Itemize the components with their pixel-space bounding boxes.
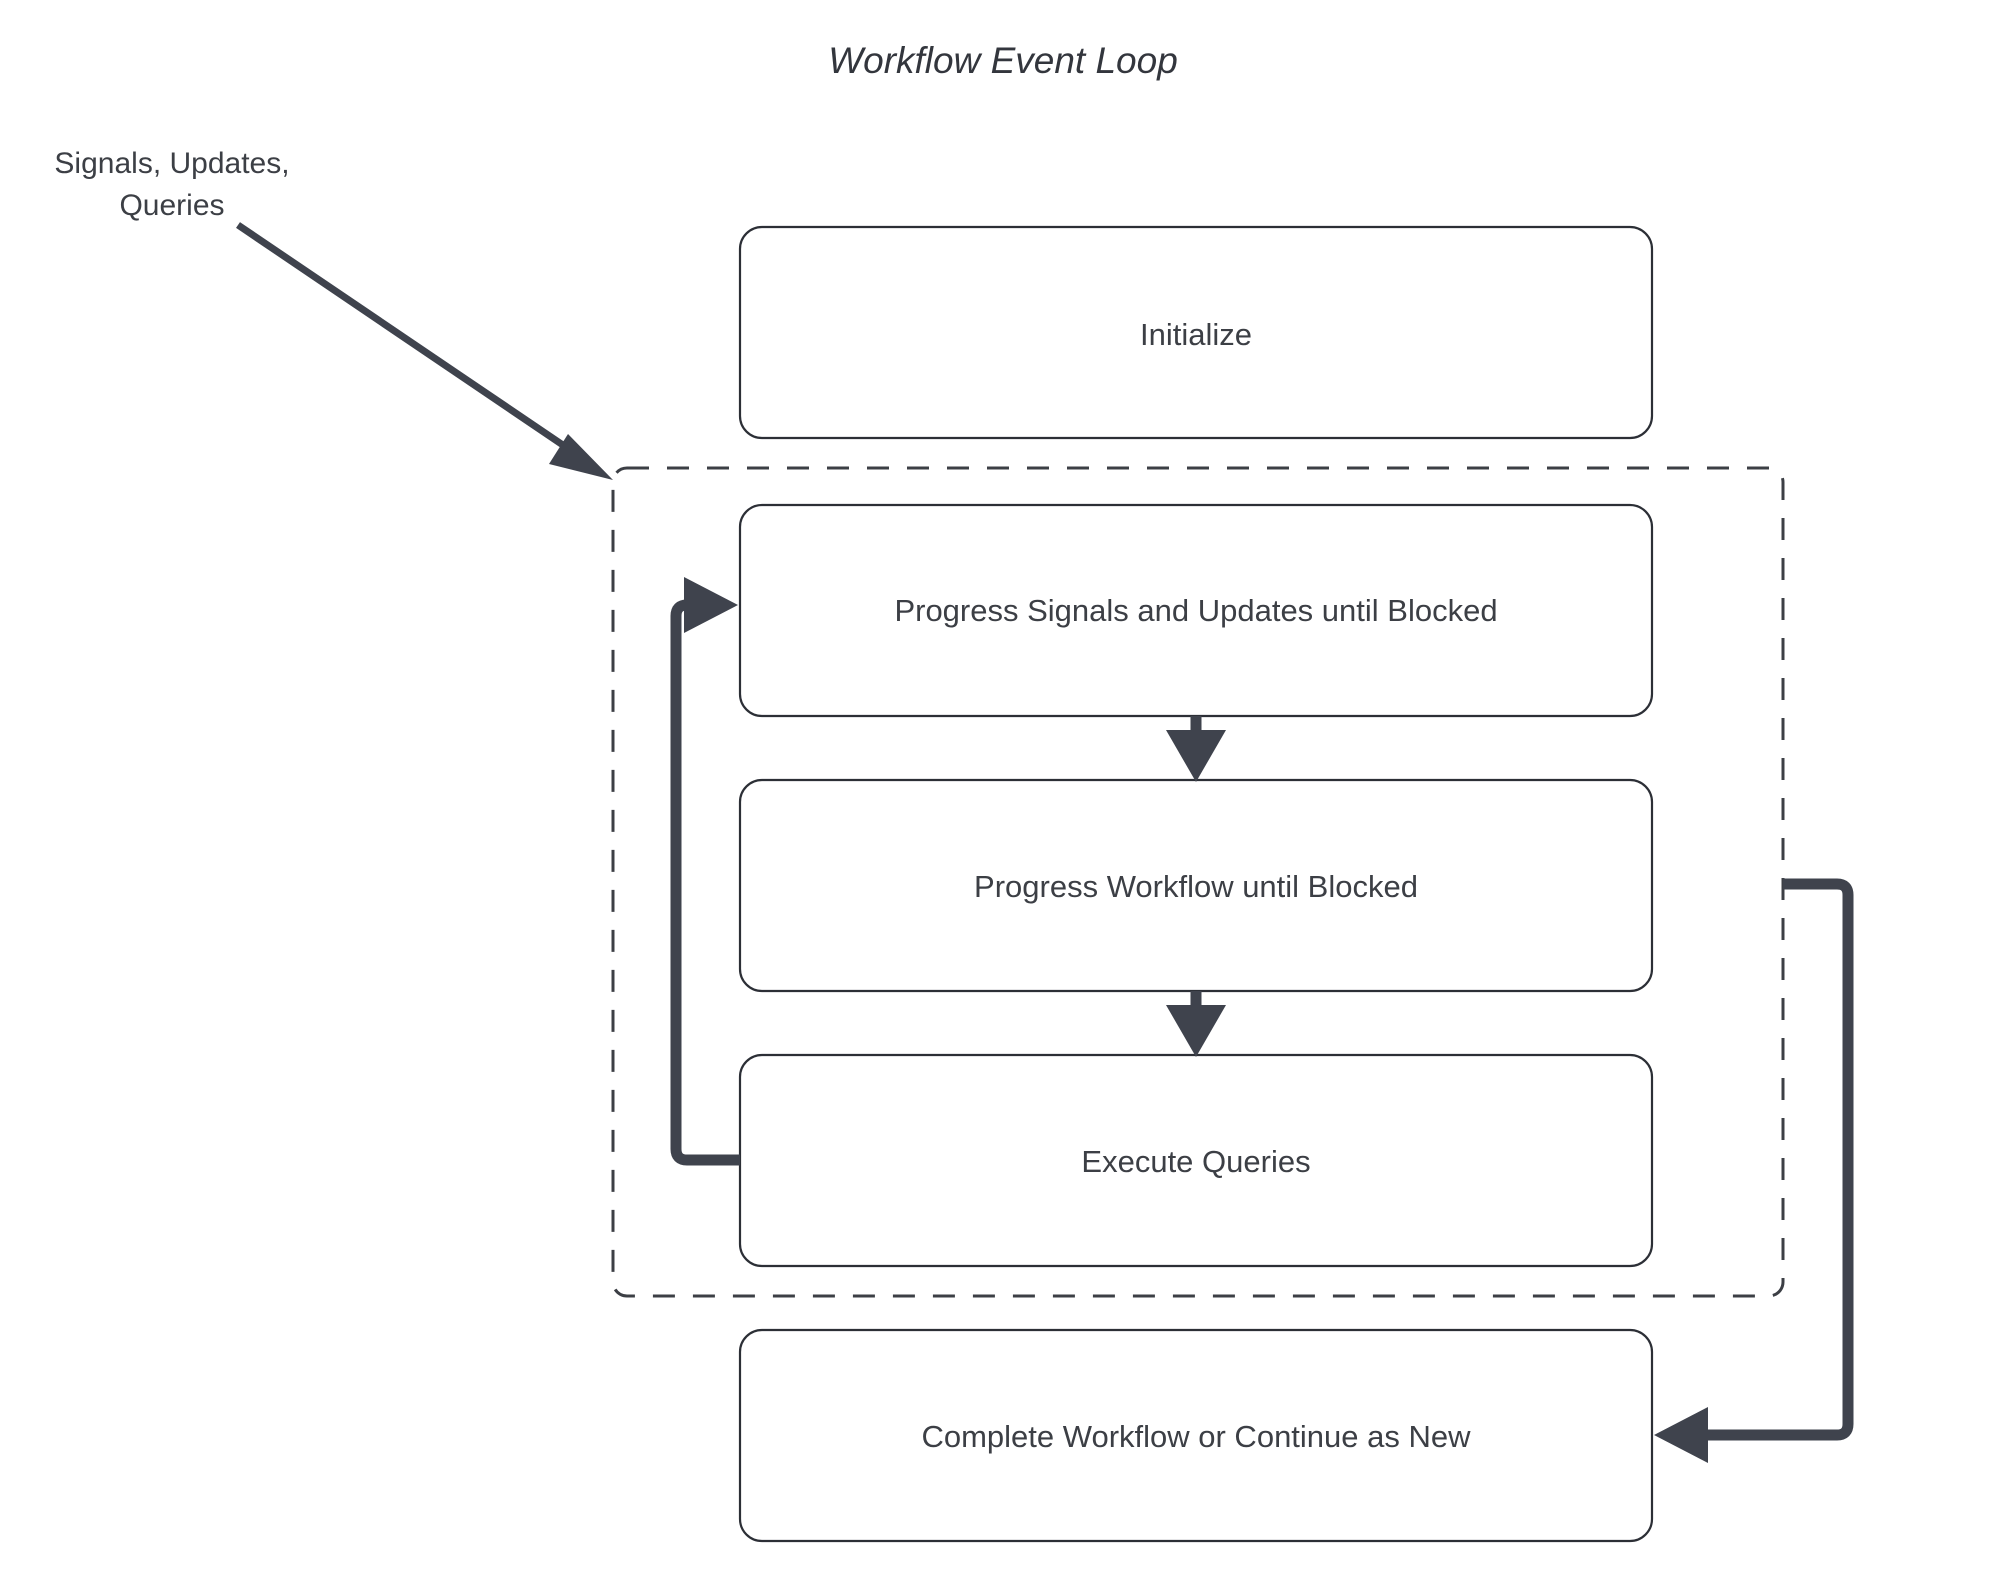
node-execute-queries-label: Execute Queries <box>1081 1144 1310 1179</box>
edge-workflow-to-queries <box>1166 991 1226 1057</box>
edge-loop-back <box>670 577 740 1166</box>
node-initialize[interactable]: Initialize <box>738 225 1654 440</box>
node-execute-queries[interactable]: Execute Queries <box>738 1053 1654 1268</box>
node-progress-signals-label: Progress Signals and Updates until Block… <box>894 593 1497 628</box>
node-progress-workflow[interactable]: Progress Workflow until Blocked <box>738 778 1654 993</box>
node-progress-workflow-label: Progress Workflow until Blocked <box>974 869 1418 904</box>
node-progress-signals[interactable]: Progress Signals and Updates until Block… <box>738 503 1654 718</box>
edge-external-to-loop <box>236 222 613 480</box>
external-input-label-line1: Signals, Updates, <box>54 147 289 180</box>
node-complete-workflow-label: Complete Workflow or Continue as New <box>921 1419 1471 1454</box>
page-title: Workflow Event Loop <box>828 40 1178 81</box>
node-complete-workflow-box[interactable] <box>738 1328 1654 1543</box>
node-complete-workflow[interactable]: Complete Workflow or Continue as New <box>738 1328 1654 1543</box>
edge-loop-to-complete <box>1654 878 1854 1463</box>
node-initialize-box[interactable] <box>738 225 1654 440</box>
edge-signals-to-workflow <box>1166 716 1226 782</box>
external-input-label-line2: Queries <box>119 189 224 222</box>
node-initialize-label: Initialize <box>1140 317 1252 352</box>
